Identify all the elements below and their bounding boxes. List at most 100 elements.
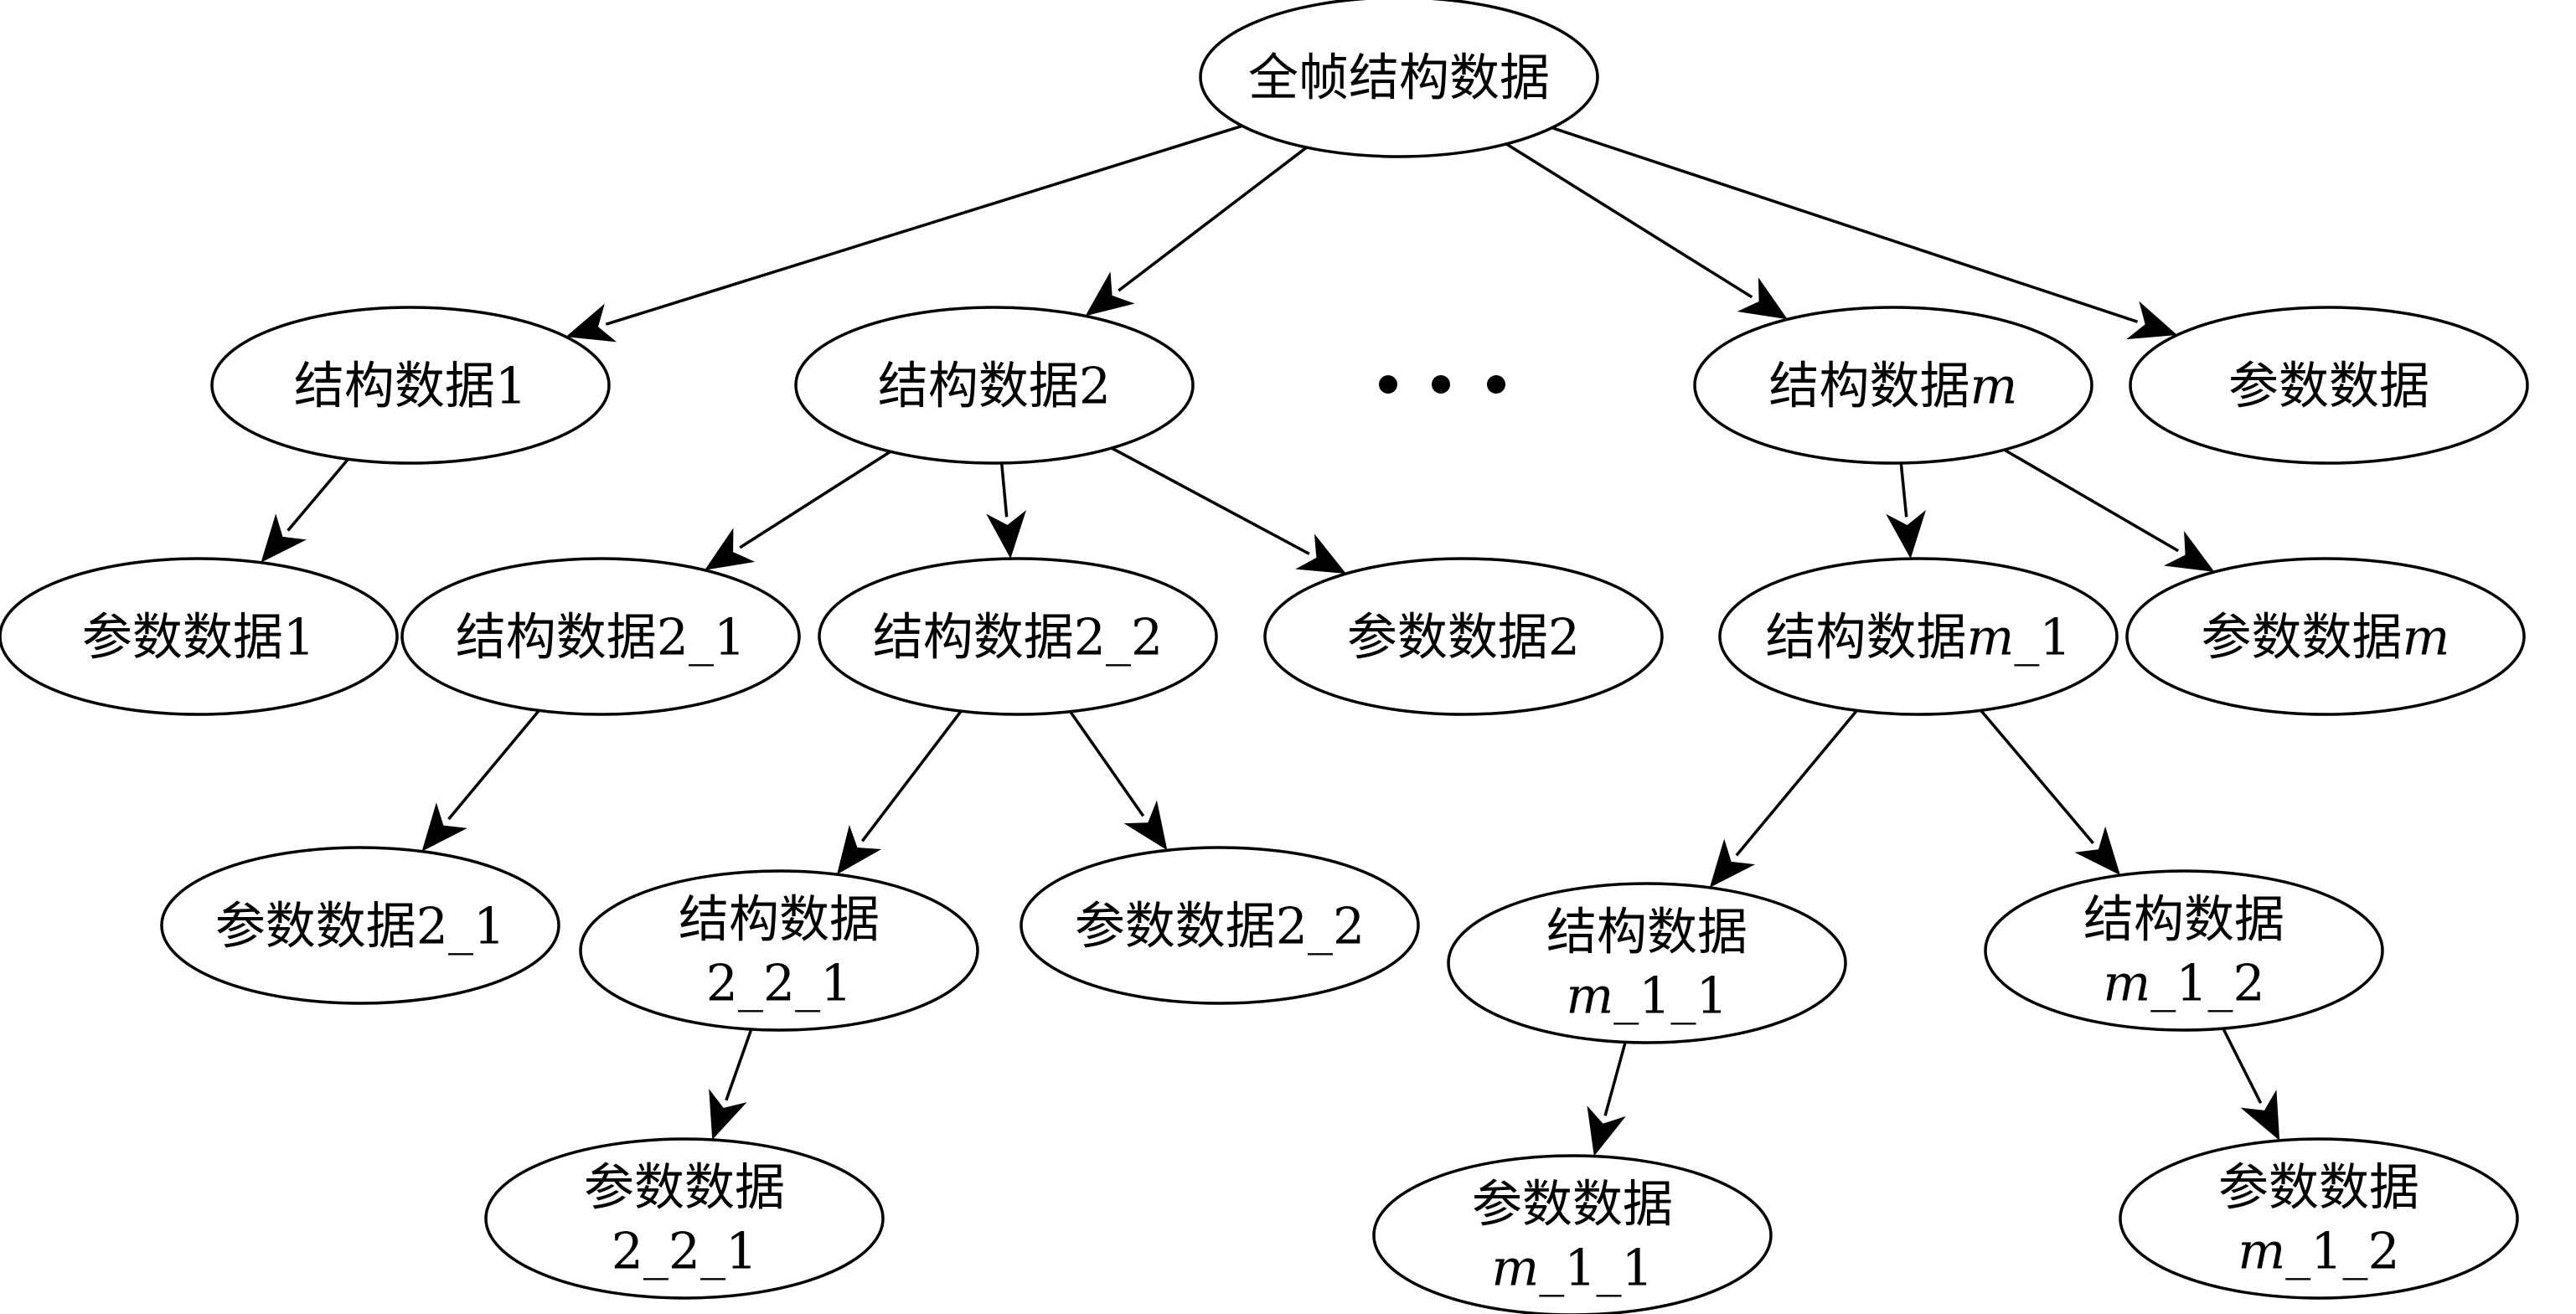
edge-line	[725, 1028, 753, 1101]
node-ellipse	[210, 306, 611, 465]
node-label: 参数数据m	[2202, 609, 2450, 667]
ellipsis-dot	[1487, 375, 1505, 394]
arrowhead	[261, 513, 307, 563]
arrowhead	[705, 528, 756, 570]
node-label: 参数数据2_2	[1075, 898, 1365, 956]
edge-root-to-sm	[1505, 142, 1788, 320]
edge-s2-to-s2_2	[986, 462, 1027, 559]
node-ellipse	[818, 557, 1218, 716]
node-label-segment: 结构数据	[1769, 358, 1970, 416]
edge-sm_1-to-sm_1_1	[1709, 709, 1858, 888]
arrowhead	[1123, 800, 1168, 851]
edge-line	[1551, 126, 2139, 323]
edge-line	[999, 462, 1009, 518]
node-label: 结构数据m_1	[1765, 609, 2071, 667]
node-s2: 结构数据2	[794, 306, 1195, 465]
node-label-segment: m	[1970, 358, 2018, 416]
node-label: 全帧结构数据	[1248, 49, 1550, 108]
node-p1: 参数数据1	[0, 557, 399, 716]
edge-s2_2_1-to-p2_2_1	[709, 1028, 753, 1140]
node-label: 参数数据	[2218, 1159, 2419, 1218]
node-ellipse	[2119, 1137, 2519, 1300]
node-label: 结构数据	[1546, 904, 1747, 962]
node-pm_1_2: 参数数据m_1_2	[2119, 1137, 2519, 1300]
arrowhead	[565, 303, 617, 343]
node-label-segment: m	[2238, 1223, 2285, 1281]
node-ellipse	[2125, 557, 2526, 716]
node-ellipse	[1199, 0, 1599, 158]
node-p2_2: 参数数据2_2	[1020, 846, 1420, 1005]
node-label: 结构数据	[679, 891, 880, 950]
node-ellipse	[1263, 557, 1664, 716]
node-label: m_1_1	[1566, 967, 1727, 1026]
node-label-segment: m	[2403, 609, 2450, 667]
edge-line	[2003, 448, 2180, 553]
edge-line	[447, 709, 540, 821]
node-label: 结构数据	[2083, 891, 2284, 950]
edge-sm-to-sm_1	[1886, 462, 1927, 559]
node-label: 2_2_1	[706, 955, 853, 1013]
edge-line	[287, 458, 349, 532]
node-label-segment: 结构数据2_1	[456, 609, 746, 667]
node-ellipse	[160, 846, 560, 1005]
node-label: 2_2_1	[612, 1223, 758, 1281]
node-s2_2_1: 结构数据2_2_1	[579, 869, 979, 1032]
edge-line	[860, 710, 963, 843]
node-label: 结构数据m	[1769, 358, 2018, 416]
node-ellipse	[579, 869, 979, 1032]
node-label: m_1_1	[1491, 1239, 1653, 1298]
node-label-segment: m	[2103, 955, 2150, 1013]
arrowhead	[1085, 271, 1135, 317]
node-label-segment: 参数数据	[2228, 358, 2429, 416]
arrowhead	[709, 1089, 747, 1140]
node-label: 参数数据2	[1347, 609, 1580, 667]
node-label: 结构数据2_2	[873, 609, 1163, 667]
edge-line	[1505, 142, 1753, 299]
edge-line	[739, 450, 891, 549]
arrowhead	[1709, 838, 1756, 888]
node-label-segment: 参数数据2_2	[1075, 898, 1365, 956]
node-ellipse	[484, 1137, 885, 1300]
node-p2_2_1: 参数数据2_2_1	[484, 1137, 885, 1300]
edge-root-to-s2	[1085, 146, 1308, 317]
node-ellipse	[1693, 306, 2093, 465]
edge-line	[1899, 462, 1908, 518]
edge-line	[605, 124, 1243, 326]
arrowhead	[1587, 1105, 1626, 1157]
edge-line	[1118, 146, 1308, 292]
edge-s2_2-to-p2_2	[1069, 710, 1168, 851]
node-p2_1: 参数数据2_1	[160, 846, 560, 1005]
edge-root-to-s1	[565, 124, 1243, 343]
node-s2_2: 结构数据2_2	[818, 557, 1218, 716]
node-label-segment: 结构数据	[1546, 904, 1747, 962]
node-label-segment: 结构数据	[1765, 609, 1966, 667]
node-label-segment: 参数数据1	[82, 609, 315, 667]
node-pm_1_1: 参数数据m_1_1	[1372, 1154, 1773, 1314]
arrowhead	[421, 802, 467, 852]
ellipsis-dot	[1379, 375, 1397, 394]
edge-line	[1980, 709, 2094, 844]
edge-line	[1111, 446, 1310, 555]
edge-line	[2222, 1028, 2263, 1104]
node-label: 结构数据2	[878, 358, 1111, 416]
node-label-segment: 参数数据	[2218, 1159, 2419, 1218]
node-ellipse	[0, 557, 399, 716]
node-ellipse	[1372, 1154, 1773, 1314]
arrowhead	[1886, 509, 1927, 559]
edge-line	[1069, 710, 1145, 817]
node-label-segment: m	[1566, 967, 1613, 1026]
edge-line	[1735, 709, 1858, 857]
arrowhead	[986, 510, 1027, 559]
arrowhead	[2074, 826, 2120, 876]
edge-sm_1_2-to-pm_1_2	[2222, 1028, 2280, 1141]
node-label-segment: 参数数据2_1	[215, 898, 505, 956]
edge-sm_1-to-sm_1_2	[1980, 709, 2120, 876]
node-label-segment: _1_1	[1539, 1239, 1653, 1298]
node-label-segment: 结构数据	[679, 891, 880, 950]
edge-s2_1-to-p2_1	[421, 709, 540, 852]
node-label-segment: 结构数据2_2	[873, 609, 1163, 667]
node-sm_1_1: 结构数据m_1_1	[1447, 882, 1847, 1044]
arrowhead	[2126, 301, 2177, 340]
